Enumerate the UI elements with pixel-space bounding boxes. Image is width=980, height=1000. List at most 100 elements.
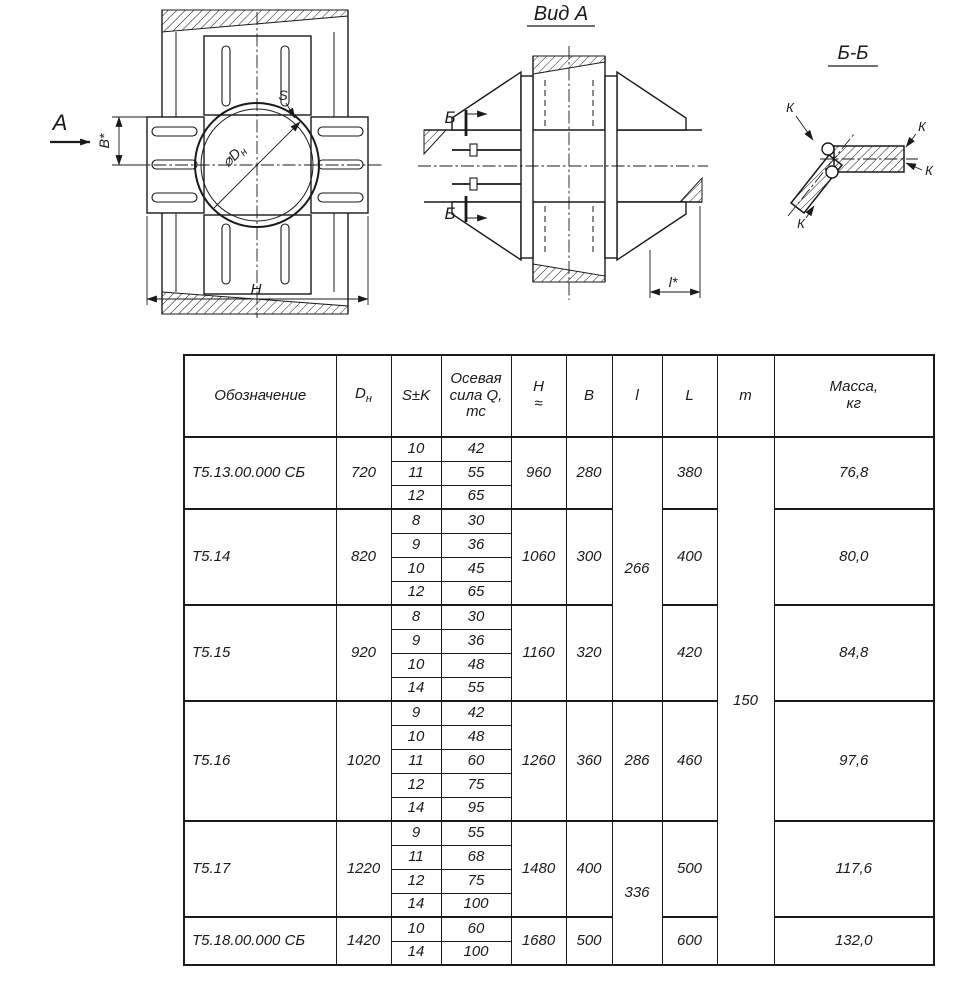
cell-q: 95 [440,797,512,822]
cell-h: 1060 [510,509,567,606]
cell-q: 45 [440,557,512,582]
cell-s: 12 [390,773,442,798]
gusset [451,201,522,262]
cell-m: 150 [716,437,775,966]
cell-q: 60 [440,749,512,774]
section-bb-title: Б-Б [837,43,868,64]
cell-s: 11 [390,749,442,774]
header-label: B [583,386,594,404]
cell-mass: 132,0 [773,917,935,966]
header-line: кг [846,395,861,412]
dim-k-label: К [918,119,927,134]
cell-s: 8 [390,509,442,534]
dim-b-label: B* [96,133,112,148]
pipe-break-hatch [423,129,448,156]
cell-q: 65 [440,581,512,606]
col-header-q: Осевая сила Q, тс [440,355,512,438]
spec-table: Обозначение Dн S±K Осевая сила Q, тс H ≈… [183,354,935,966]
cell-s: 14 [390,941,442,966]
gusset [616,70,687,131]
cell-designation: Т5.17 [183,821,337,918]
cell-q: 55 [440,677,512,702]
cell-L: 600 [661,917,718,966]
header-label: l [635,386,639,404]
view-a-labels: Вид А Б Б l* [444,3,677,290]
bolt-nut [469,177,478,191]
cell-s: 10 [390,917,442,942]
cell-L: 460 [661,701,718,822]
cell-designation: Т5.14 [183,509,337,606]
cell-q: 55 [440,461,512,486]
gusset [616,201,687,262]
cell-mass: 84,8 [773,605,935,702]
header-sub: н [365,393,372,406]
cell-s: 12 [390,581,442,606]
col-header-l-big: L [661,355,718,438]
cell-s: 10 [390,557,442,582]
header-line: Осевая [450,369,502,387]
col-header-b: B [565,355,613,438]
cell-s: 9 [390,629,442,654]
cell-h: 960 [510,437,567,510]
bolt-nut [469,143,478,157]
col-header-m: m [716,355,775,438]
cell-s: 10 [390,653,442,678]
flange-plate [604,75,618,259]
dim-k-label: К [925,163,934,178]
col-header-sk: S±K [390,355,442,438]
cell-q: 100 [440,941,512,966]
cell-mass: 117,6 [773,821,935,918]
col-header-h: H ≈ [510,355,567,438]
cell-s: 9 [390,821,442,846]
col-header-dn: Dн [335,355,392,438]
cell-s: 8 [390,605,442,630]
header-line: Масса, [829,378,878,396]
cell-s: 14 [390,797,442,822]
cell-s: 10 [390,725,442,750]
cell-b: 400 [565,821,613,918]
cell-designation: Т5.15 [183,605,337,702]
weld-bead [825,165,839,179]
header-label: L [685,386,694,404]
view-arrow-label: А [51,110,68,135]
pipe-break-hatch [678,176,703,203]
cell-designation: Т5.18.00.000 СБ [183,917,337,966]
flange-plate [520,75,534,259]
cell-h: 1260 [510,701,567,822]
cell-q: 36 [440,533,512,558]
cell-q: 30 [440,605,512,630]
cell-s: 14 [390,677,442,702]
header-line: тс [466,403,486,421]
cell-h: 1160 [510,605,567,702]
front-view-drawing [50,9,384,318]
cell-q: 48 [440,725,512,750]
cell-s: 9 [390,701,442,726]
cell-s: 10 [390,437,442,462]
cell-dn: 920 [335,605,392,702]
cell-q: 30 [440,509,512,534]
cell-q: 75 [440,773,512,798]
spec-table-wrap: Обозначение Dн S±K Осевая сила Q, тс H ≈… [183,354,935,966]
cell-s: 11 [390,845,442,870]
header-label: S±K [401,386,431,404]
gusset [451,70,522,131]
pipe-break-hatch [532,55,606,75]
cell-q: 75 [440,869,512,894]
flange-section [833,145,905,173]
dim-k-label: К [786,100,795,115]
